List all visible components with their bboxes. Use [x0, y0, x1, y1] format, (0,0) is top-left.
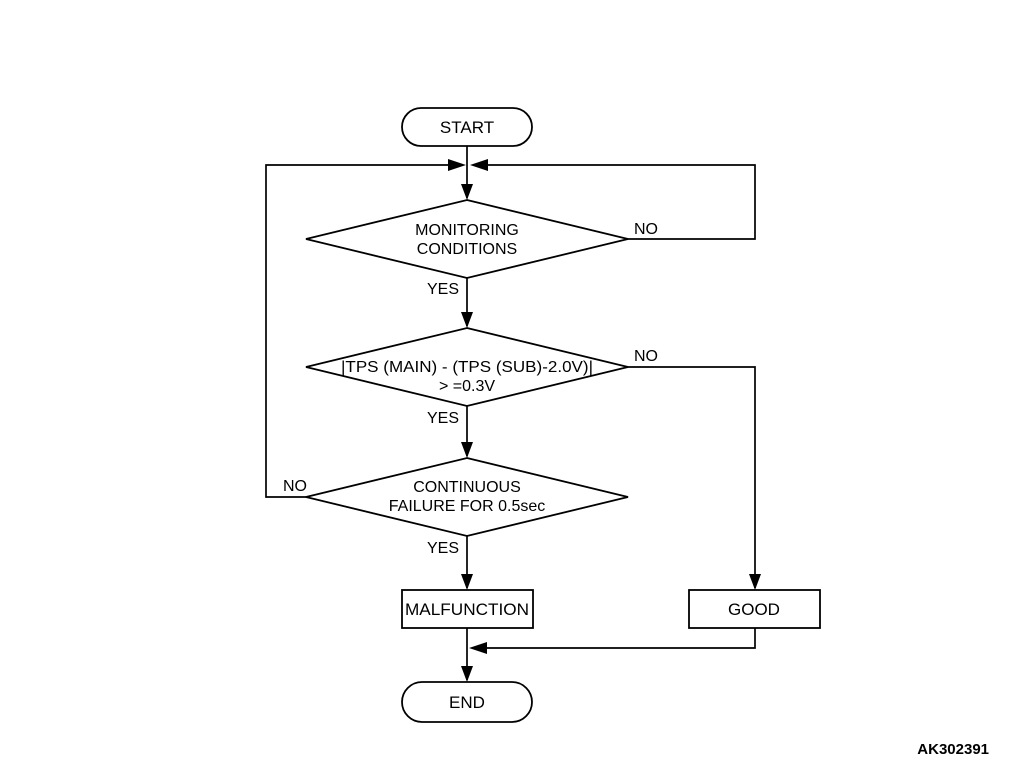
- label-monitoring-no: NO: [634, 221, 658, 238]
- label-tps-yes: YES: [427, 410, 459, 427]
- decision-monitoring-label-line1: MONITORING: [415, 222, 519, 239]
- label-tps-no: NO: [634, 348, 658, 365]
- edge-tps-no: [628, 366, 756, 588]
- arrowhead-left-into-end-line: [469, 642, 487, 654]
- end-label: END: [449, 693, 485, 712]
- arrowhead-down-into-malfunction: [461, 574, 473, 590]
- good-label: GOOD: [728, 600, 780, 619]
- arrowhead-down-into-monitoring: [461, 184, 473, 200]
- figure-id: AK302391: [917, 741, 989, 758]
- edge-good-to-join: [487, 628, 756, 649]
- label-continuous-yes: YES: [427, 540, 459, 557]
- malfunction-label: MALFUNCTION: [405, 600, 529, 619]
- arrowhead-left-at-junction: [470, 159, 488, 171]
- label-monitoring-yes: YES: [427, 281, 459, 298]
- decision-tps-check: [305, 327, 629, 407]
- arrowhead-right-at-junction: [448, 159, 466, 171]
- arrowhead-down-into-continuous: [461, 442, 473, 458]
- arrowhead-down-into-end: [461, 666, 473, 682]
- good-node: [688, 589, 821, 629]
- decision-monitoring-conditions: [305, 199, 629, 279]
- arrowhead-down-into-good: [749, 574, 761, 590]
- decision-tps-label-line2: > =0.3V: [439, 378, 495, 395]
- decision-continuous-failure: [305, 457, 629, 537]
- decision-continuous-label-line1: CONTINUOUS: [413, 479, 521, 496]
- edge-continuous-no-loop: [265, 164, 448, 498]
- decision-monitoring-label-line2: CONDITIONS: [417, 241, 517, 258]
- decision-continuous-label-line2: FAILURE FOR 0.5sec: [389, 498, 546, 515]
- decision-tps-label-line1: |TPS (MAIN) - (TPS (SUB)-2.0V)|: [341, 359, 593, 376]
- arrowhead-down-into-tps: [461, 312, 473, 328]
- start-node: [401, 107, 533, 147]
- malfunction-node: [401, 589, 534, 629]
- start-label: START: [440, 118, 494, 137]
- end-node: [401, 681, 533, 723]
- edge-monitoring-no-loop: [488, 164, 756, 240]
- label-continuous-no: NO: [283, 478, 307, 495]
